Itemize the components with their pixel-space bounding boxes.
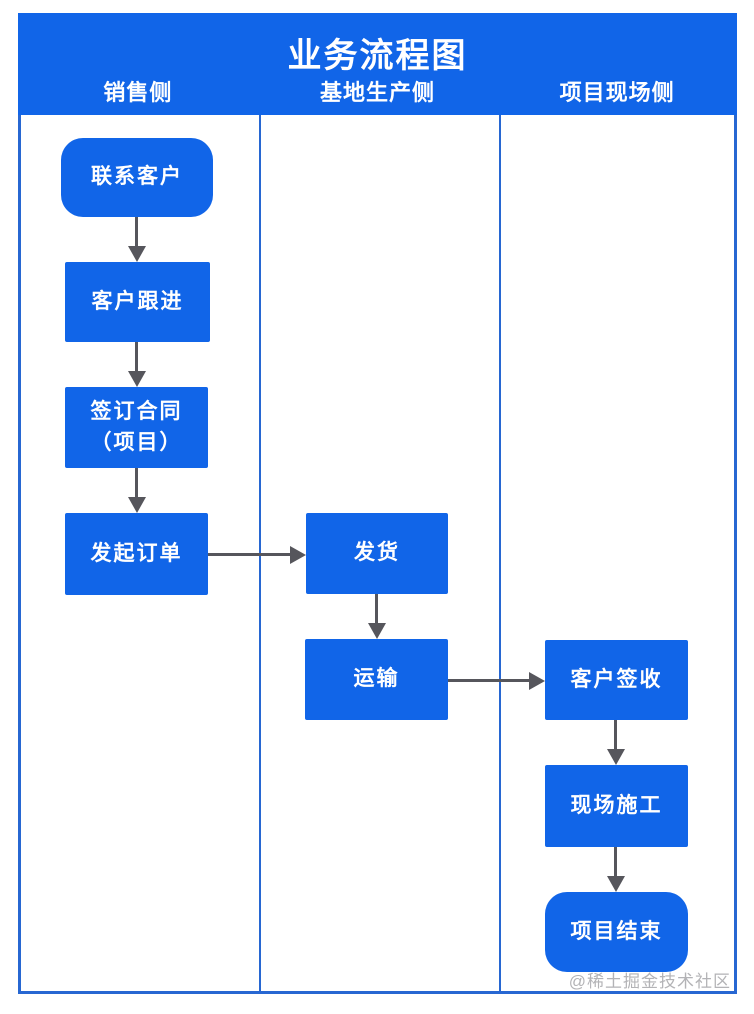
arrow-stem: [614, 847, 617, 877]
node-label: 项目结束: [570, 919, 663, 943]
arrow-stem: [614, 720, 617, 750]
node-label: 签订合同: [90, 400, 183, 424]
arrow-head-down-icon: [128, 371, 146, 387]
diagram-header: 业务流程图 销售侧 基地生产侧 项目现场侧: [18, 13, 737, 115]
arrow-head-down-icon: [128, 497, 146, 513]
lane-label-production: 基地生产侧: [320, 80, 436, 105]
diagram-title: 业务流程图: [287, 37, 468, 75]
lane-label-sales: 销售侧: [103, 80, 173, 105]
arrow-head-down-icon: [607, 876, 625, 892]
arrow-stem: [135, 468, 138, 498]
arrow-stem: [208, 553, 291, 556]
node-sign-contract: 签订合同 （项目）: [65, 387, 208, 468]
node-customer-receive: 客户签收: [545, 640, 688, 720]
watermark: @稀土掘金技术社区: [568, 972, 731, 991]
node-create-order: 发起订单: [65, 513, 208, 595]
node-label: 联系客户: [91, 165, 183, 189]
node-label: 发起订单: [90, 541, 183, 565]
lane-label-row: 销售侧 基地生产侧 项目现场侧: [18, 75, 737, 107]
arrow-head-right-icon: [529, 672, 545, 690]
node-contact-customer: 联系客户: [61, 138, 213, 217]
node-label: 发货: [354, 541, 400, 565]
arrow-head-down-icon: [368, 623, 386, 639]
node-transport: 运输: [305, 639, 448, 720]
node-project-end: 项目结束: [545, 892, 688, 972]
arrow-stem: [135, 217, 138, 248]
lane-label-site: 项目现场侧: [559, 80, 675, 105]
arrow-head-down-icon: [128, 246, 146, 262]
node-label: 客户签收: [570, 667, 663, 691]
node-label-line2: （项目）: [90, 430, 183, 454]
node-ship-goods: 发货: [306, 513, 448, 594]
node-label: 现场施工: [570, 793, 663, 817]
arrow-stem: [135, 342, 138, 372]
lane-divider-2: [499, 115, 501, 991]
node-customer-follow-up: 客户跟进: [65, 262, 210, 342]
arrow-stem: [448, 679, 530, 682]
node-site-construction: 现场施工: [545, 765, 688, 847]
arrow-stem: [375, 594, 378, 624]
node-label: 运输: [353, 667, 400, 691]
arrow-head-right-icon: [290, 546, 306, 564]
arrow-head-down-icon: [607, 749, 625, 765]
node-label: 客户跟进: [91, 289, 184, 313]
